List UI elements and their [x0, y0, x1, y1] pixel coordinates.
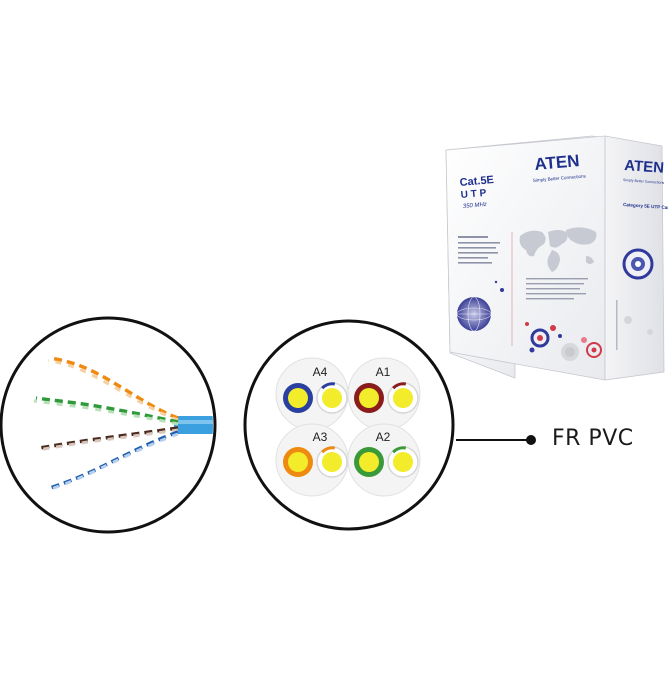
fr-pvc-callout — [456, 435, 536, 445]
orange-pair — [49, 356, 179, 420]
box-brand-front: ATEN — [534, 151, 581, 174]
callout-dot — [526, 435, 536, 445]
cable-jacket — [174, 416, 213, 434]
box-type: U T P — [460, 188, 487, 201]
jacket-material-label: FR PVC — [552, 426, 634, 451]
twisted-pairs-detail — [0, 316, 217, 534]
wire-pair-a1: A1 — [354, 365, 419, 414]
box-category: Cat.5E — [459, 174, 494, 189]
side-decoration — [616, 300, 653, 350]
decorative-circles — [525, 322, 602, 361]
box-product-side: Category 5E UTP Cable — [623, 202, 668, 211]
pair-label: A1 — [376, 365, 391, 379]
box-tagline-front: Simply Better Connections — [533, 173, 587, 183]
wire-pair-a4: A4 — [283, 365, 348, 414]
pair-label: A3 — [313, 430, 328, 444]
box-feature-list — [458, 236, 500, 264]
box-brand-side: ATEN — [624, 157, 665, 177]
pair-label: A4 — [313, 365, 328, 379]
world-map-graphic — [519, 227, 597, 272]
pull-hole-icon — [622, 248, 654, 280]
wire-pair-a2: A2 — [354, 430, 419, 478]
pair-label: A2 — [376, 430, 391, 444]
box-tagline-side: Simply Better Connections — [623, 178, 665, 185]
box-frequency: 350 MHz — [463, 202, 487, 210]
wire-pair-a3: A3 — [283, 430, 348, 478]
box-description — [526, 278, 588, 300]
cable-box: Cat.5E U T P 350 MHz ATEN Simply Better … — [445, 135, 668, 381]
blue-pair — [49, 430, 179, 490]
